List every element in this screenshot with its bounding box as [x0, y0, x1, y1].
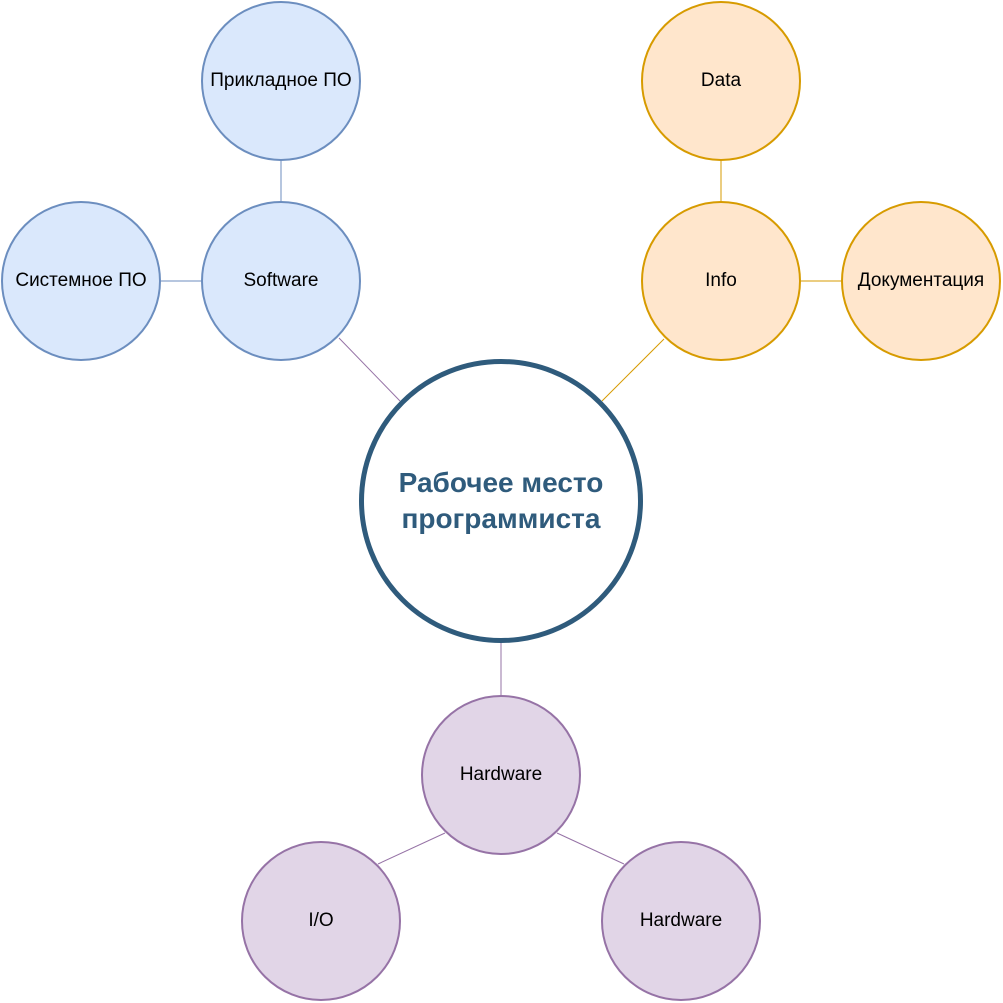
node-info[interactable]: Info: [641, 201, 801, 361]
node-data[interactable]: Data: [641, 1, 801, 161]
node-center-label: Рабочее место программиста: [398, 467, 604, 534]
node-hardware-child[interactable]: Hardware: [601, 841, 761, 1001]
node-center[interactable]: Рабочее место программиста: [359, 359, 643, 643]
node-software-label: Software: [243, 269, 319, 291]
node-io-label: I/O: [308, 909, 334, 931]
node-prikladnoe-po-label: Прикладное ПО: [210, 69, 352, 91]
node-info-label: Info: [705, 269, 737, 291]
node-io[interactable]: I/O: [241, 841, 401, 1001]
connector-hardware-hardware: [556, 832, 625, 865]
node-hardware-child-label: Hardware: [639, 909, 723, 931]
node-prikladnoe-po[interactable]: Прикладное ПО: [201, 1, 361, 161]
node-documentation[interactable]: Документация: [841, 201, 1001, 361]
node-data-label: Data: [700, 69, 742, 91]
node-software[interactable]: Software: [201, 201, 361, 361]
connector-center-info: [601, 338, 665, 402]
connector-hardware-io: [377, 832, 446, 865]
node-hardware-label: Hardware: [459, 763, 543, 785]
node-documentation-label: Документация: [857, 269, 985, 291]
node-sistemnoe-po[interactable]: Системное ПО: [1, 201, 161, 361]
connector-center-software: [338, 337, 401, 402]
node-sistemnoe-po-label: Системное ПО: [15, 269, 147, 291]
node-hardware[interactable]: Hardware: [421, 695, 581, 855]
